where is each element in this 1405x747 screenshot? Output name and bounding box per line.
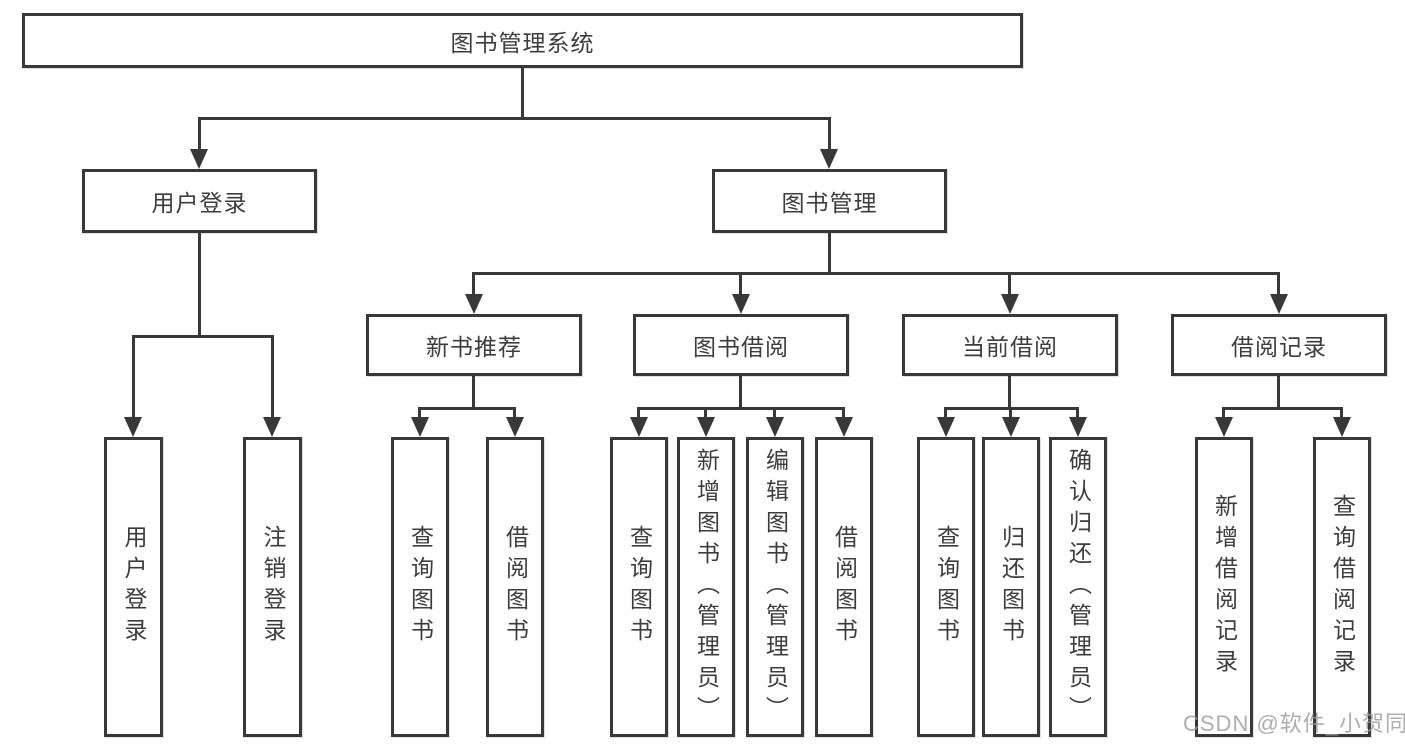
node-book-management: 图书管理 bbox=[712, 169, 947, 233]
arrow-down-icon bbox=[1069, 417, 1087, 437]
connector-line bbox=[198, 117, 831, 120]
connector-line bbox=[773, 407, 776, 423]
node-label: 查询图书 bbox=[407, 525, 434, 649]
node-current-borrowing: 当前借阅 bbox=[902, 314, 1118, 376]
arrow-down-icon bbox=[1333, 417, 1351, 437]
connector-line bbox=[132, 335, 274, 338]
arrow-down-icon bbox=[124, 417, 142, 437]
connector-line bbox=[1076, 407, 1079, 423]
node-label: 用户登录 bbox=[151, 190, 248, 216]
connector-line bbox=[828, 117, 831, 155]
leaf-confirm-return-admin: 确认归还（管理员） bbox=[1049, 437, 1107, 737]
connector-line bbox=[521, 68, 524, 118]
connector-line bbox=[704, 407, 707, 423]
connector-line bbox=[472, 272, 1280, 275]
connector-line bbox=[1222, 407, 1343, 410]
node-label: 新增借阅记录 bbox=[1211, 494, 1238, 680]
connector-line bbox=[739, 376, 742, 410]
arrow-down-icon bbox=[937, 417, 955, 437]
node-label: 新增图书（管理员） bbox=[693, 447, 720, 727]
node-label: 查询图书 bbox=[626, 525, 653, 649]
leaf-return-books: 归还图书 bbox=[982, 437, 1040, 737]
connector-line bbox=[198, 233, 201, 335]
arrow-down-icon bbox=[820, 149, 838, 169]
node-new-book-recommend: 新书推荐 bbox=[366, 314, 582, 376]
connector-line bbox=[513, 407, 516, 423]
arrow-down-icon bbox=[263, 417, 281, 437]
node-user-login: 用户登录 bbox=[82, 169, 317, 233]
leaf-edit-book-admin: 编辑图书（管理员） bbox=[746, 437, 804, 737]
node-label: 借阅记录 bbox=[1231, 334, 1327, 360]
node-label: 图书管理系统 bbox=[450, 29, 595, 56]
leaf-user-login: 用户登录 bbox=[104, 437, 163, 737]
node-label: 当前借阅 bbox=[962, 334, 1058, 360]
node-label: 查询借阅记录 bbox=[1329, 494, 1356, 680]
connector-line bbox=[637, 407, 845, 410]
leaf-query-borrow-record: 查询借阅记录 bbox=[1313, 437, 1371, 737]
arrow-down-icon bbox=[190, 149, 208, 169]
connector-line bbox=[1008, 272, 1011, 300]
leaf-add-book-admin: 新增图书（管理员） bbox=[677, 437, 735, 737]
connector-line bbox=[828, 233, 831, 272]
connector-line bbox=[472, 272, 475, 300]
watermark-text: CSDN @软件_小贺同学 bbox=[1183, 711, 1405, 736]
connector-line bbox=[739, 272, 742, 300]
node-library-system: 图书管理系统 bbox=[22, 13, 1023, 68]
connector-line bbox=[418, 407, 516, 410]
node-label: 新书推荐 bbox=[426, 334, 522, 360]
connector-line bbox=[944, 407, 947, 423]
node-label: 归还图书 bbox=[998, 525, 1025, 649]
arrow-down-icon bbox=[732, 294, 750, 314]
arrow-down-icon bbox=[465, 294, 483, 314]
connector-line bbox=[1222, 407, 1225, 423]
arrow-down-icon bbox=[1215, 417, 1233, 437]
connector-line bbox=[1277, 272, 1280, 300]
node-label: 用户登录 bbox=[121, 525, 147, 649]
node-label: 编辑图书（管理员） bbox=[762, 447, 789, 727]
connector-line bbox=[1277, 376, 1280, 410]
arrow-down-icon bbox=[1001, 294, 1019, 314]
connector-line bbox=[198, 117, 201, 155]
connector-line bbox=[1340, 407, 1343, 423]
arrow-down-icon bbox=[835, 417, 853, 437]
node-label: 图书管理 bbox=[781, 190, 878, 216]
connector-line bbox=[472, 376, 475, 410]
node-label: 注销登录 bbox=[260, 525, 286, 649]
leaf-logout: 注销登录 bbox=[243, 437, 302, 737]
arrow-down-icon bbox=[506, 417, 524, 437]
connector-line bbox=[637, 407, 640, 423]
arrow-down-icon bbox=[697, 417, 715, 437]
connector-line bbox=[132, 335, 135, 423]
arrow-down-icon bbox=[766, 417, 784, 437]
arrow-down-icon bbox=[1002, 417, 1020, 437]
arrow-down-icon bbox=[1270, 294, 1288, 314]
connector-line bbox=[1009, 407, 1012, 423]
connector-line bbox=[1008, 376, 1011, 410]
connector-line bbox=[271, 335, 274, 423]
arrow-down-icon bbox=[411, 417, 429, 437]
node-borrowing-records: 借阅记录 bbox=[1171, 314, 1387, 376]
leaf-query-books-borrowing: 查询图书 bbox=[610, 437, 668, 737]
leaf-query-books-recommend: 查询图书 bbox=[391, 437, 449, 737]
leaf-borrow-books: 借阅图书 bbox=[815, 437, 873, 737]
leaf-query-books-current: 查询图书 bbox=[917, 437, 975, 737]
node-book-borrowing: 图书借阅 bbox=[633, 314, 849, 376]
node-label: 借阅图书 bbox=[831, 525, 858, 649]
leaf-add-borrow-record: 新增借阅记录 bbox=[1195, 437, 1253, 737]
connector-line bbox=[418, 407, 421, 423]
node-label: 查询图书 bbox=[933, 525, 960, 649]
connector-line bbox=[842, 407, 845, 423]
node-label: 确认归还（管理员） bbox=[1065, 447, 1092, 727]
arrow-down-icon bbox=[630, 417, 648, 437]
node-label: 借阅图书 bbox=[502, 525, 529, 649]
node-label: 图书借阅 bbox=[693, 334, 789, 360]
leaf-borrow-books-recommend: 借阅图书 bbox=[486, 437, 544, 737]
